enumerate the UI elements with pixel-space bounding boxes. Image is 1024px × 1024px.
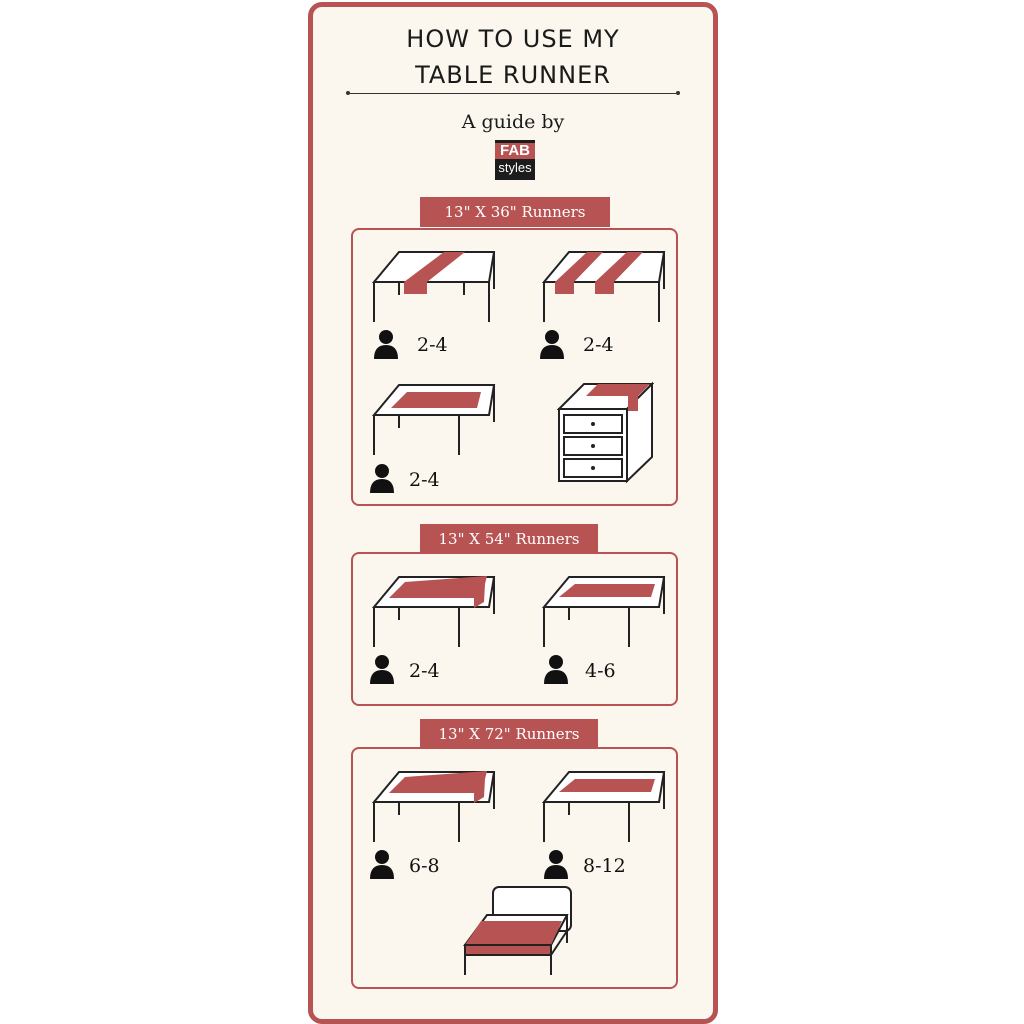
seat-count: 8-12	[583, 855, 626, 877]
table-runner-lengthwise-icon	[541, 576, 666, 647]
person-icon	[540, 330, 564, 359]
logo-text-top: FAB	[495, 143, 535, 159]
seat-count: 2-4	[409, 469, 440, 491]
seat-count: 2-4	[583, 334, 614, 356]
table-runner-lengthwise-icon	[541, 771, 666, 842]
section-box-54	[351, 552, 678, 706]
seat-count: 2-4	[409, 660, 440, 682]
section-banner-72: 13" X 72" Runners	[420, 719, 598, 749]
person-icon	[374, 330, 398, 359]
seat-count: 2-4	[417, 334, 448, 356]
person-icon	[544, 850, 568, 879]
fabstyles-logo: FAB styles	[495, 140, 535, 180]
section-box-36	[351, 228, 678, 506]
table-runner-centered-icon	[371, 384, 496, 455]
section-banner-36: 13" X 36" Runners	[420, 197, 610, 227]
person-icon	[370, 464, 394, 493]
seat-count: 6-8	[409, 855, 440, 877]
title-line-1: HOW TO USE MY	[406, 25, 620, 53]
table-runner-lengthwise-overhang-icon	[371, 771, 496, 842]
table-runner-lengthwise-overhang-icon	[371, 576, 496, 647]
table-runner-across-icon	[371, 251, 496, 322]
section-box-72	[351, 747, 678, 989]
title-divider	[346, 91, 680, 95]
infographic-card: HOW TO USE MY TABLE RUNNER A guide by FA…	[308, 2, 718, 1024]
logo-text-bottom: styles	[498, 160, 532, 175]
table-two-runners-across-icon	[541, 251, 666, 322]
title-line-2: TABLE RUNNER	[415, 61, 611, 89]
person-icon	[370, 850, 394, 879]
section-banner-54: 13" X 54" Runners	[420, 524, 598, 554]
bed-runner-icon	[463, 886, 572, 975]
guide-by-text: A guide by	[461, 111, 565, 133]
seat-count: 4-6	[585, 660, 616, 682]
person-icon	[544, 655, 568, 684]
person-icon	[370, 655, 394, 684]
dresser-runner-icon	[556, 381, 654, 484]
